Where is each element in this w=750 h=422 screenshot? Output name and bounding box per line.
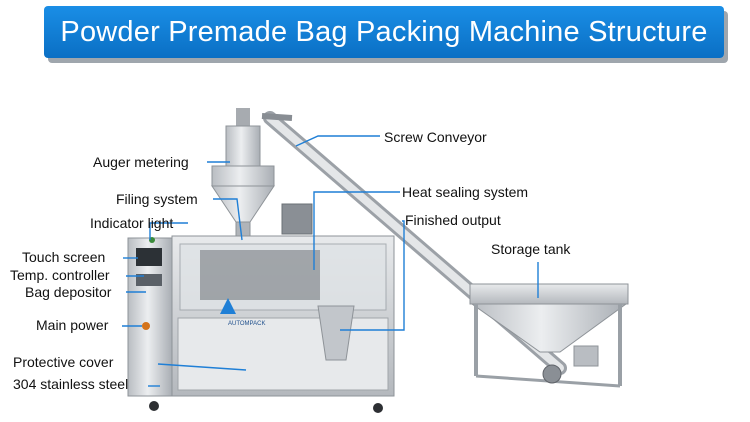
page-title: Powder Premade Bag Packing Machine Struc… xyxy=(60,15,708,48)
title-banner: Powder Premade Bag Packing Machine Struc… xyxy=(44,6,724,58)
label-storage-tank: Storage tank xyxy=(491,241,571,257)
label-304-stainless-steel: 304 stainless steel xyxy=(13,376,129,392)
label-auger-metering: Auger metering xyxy=(93,154,189,170)
label-touch-screen: Touch screen xyxy=(22,249,106,265)
machine-wheels xyxy=(149,401,383,413)
label-finished-output: Finished output xyxy=(405,212,501,228)
auger-hopper xyxy=(211,108,275,251)
label-screw-conveyor: Screw Conveyor xyxy=(384,129,487,145)
label-heat-sealing-system: Heat sealing system xyxy=(402,184,529,200)
storage-tank xyxy=(469,283,629,388)
label-bag-depositor: Bag depositor xyxy=(25,284,112,300)
brand-logo-text: AUTOMPACK xyxy=(228,321,265,327)
label-temp-controller: Temp. controller xyxy=(10,267,110,283)
label-main-power: Main power xyxy=(36,317,109,333)
machine-body xyxy=(171,203,395,397)
brand-logo: AUTOMPACK xyxy=(220,298,265,327)
label-filing-system: Filing system xyxy=(116,191,198,207)
label-protective-cover: Protective cover xyxy=(13,354,114,370)
label-indicator-light: Indicator light xyxy=(90,215,174,231)
control-column xyxy=(127,237,173,397)
leader-lines xyxy=(122,135,539,387)
